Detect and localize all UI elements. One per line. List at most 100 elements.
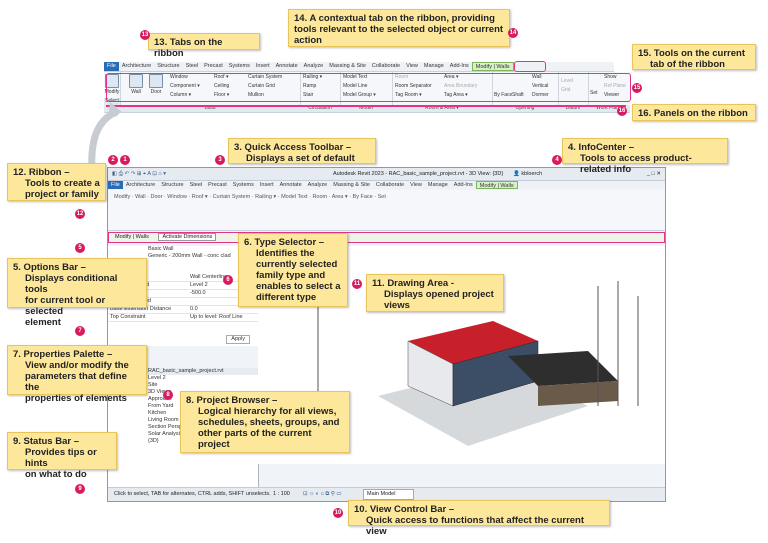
- room-separator-button[interactable]: Room Separator: [395, 83, 432, 89]
- room-button[interactable]: Room: [395, 74, 409, 80]
- property-value[interactable]: Up to level: Roof Line: [190, 314, 243, 320]
- browser-item[interactable]: From Yard: [148, 403, 174, 409]
- callout-6-d3: family type and: [256, 270, 326, 281]
- ceiling-button[interactable]: Ceiling: [214, 83, 230, 89]
- app-ribbon-tab-2[interactable]: Structure: [161, 182, 184, 188]
- by-face-button[interactable]: By Face: [494, 92, 513, 98]
- browser-item[interactable]: Kitchen: [148, 410, 167, 416]
- ribbon-tab-14[interactable]: Modify | Walls: [471, 62, 514, 71]
- view-scale[interactable]: 1 : 100: [273, 491, 290, 497]
- callout-7-title: 7. Properties Palette –: [13, 349, 113, 360]
- curtain-system-button[interactable]: Curtain System: [248, 74, 283, 80]
- model-group-button[interactable]: Model Group ▾: [343, 92, 376, 98]
- tag-area-button[interactable]: Tag Area ▾: [444, 92, 468, 98]
- show-button[interactable]: Show: [604, 74, 617, 80]
- browser-item[interactable]: Section Perspective: [148, 424, 197, 430]
- property-value[interactable]: -500.0: [190, 290, 206, 296]
- type-name[interactable]: Generic - 200mm Wall - conc clad: [148, 253, 231, 259]
- app-ribbon-tab-4[interactable]: Precast: [208, 182, 227, 188]
- model-text-button[interactable]: Model Text: [343, 74, 368, 80]
- app-ribbon-tab-7[interactable]: Annotate: [279, 182, 302, 188]
- ribbon-tab-3[interactable]: Steel: [185, 63, 199, 69]
- browser-item[interactable]: 3D Views: [148, 389, 172, 395]
- stair-button[interactable]: Stair: [303, 92, 314, 98]
- ribbon-tab-12[interactable]: Manage: [423, 63, 444, 69]
- ref-plane-button[interactable]: Ref Plane: [604, 83, 626, 89]
- browser-item[interactable]: Living Room: [148, 417, 179, 423]
- ribbon-tab-13[interactable]: Add-Ins: [449, 63, 469, 69]
- callout-6-d2: currently selected: [256, 259, 338, 270]
- level-button[interactable]: Level: [561, 78, 573, 84]
- panel-model: Model Text Model Line Model Group ▾ Mode…: [340, 72, 393, 112]
- ribbon-tab-9[interactable]: Massing & Site: [329, 63, 366, 69]
- roof-button[interactable]: Roof ▾: [214, 74, 229, 80]
- vertical-button[interactable]: Vertical: [532, 83, 549, 89]
- ramp-button[interactable]: Ramp: [303, 83, 317, 89]
- curtain-grid-button[interactable]: Curtain Grid: [248, 83, 275, 89]
- ribbon-tab-6[interactable]: Insert: [255, 63, 270, 69]
- browser-item[interactable]: Site: [148, 382, 158, 388]
- ribbon-tab-1[interactable]: Architecture: [121, 63, 152, 69]
- browser-item[interactable]: {3D}: [148, 438, 159, 444]
- set-button[interactable]: Set: [590, 90, 598, 96]
- window-button[interactable]: Window: [170, 74, 188, 80]
- ribbon-tab-2[interactable]: Structure: [157, 63, 180, 69]
- app-ribbon-tab-3[interactable]: Steel: [189, 182, 203, 188]
- modify-button[interactable]: Modify: [104, 74, 120, 95]
- user-icon: 👤: [513, 171, 520, 177]
- ribbon-tab-0[interactable]: File: [104, 62, 119, 71]
- app-ribbon-tab-0[interactable]: File: [108, 181, 123, 189]
- app-ribbon-tab-12[interactable]: Manage: [427, 182, 448, 188]
- mullion-button[interactable]: Mullion: [248, 92, 264, 98]
- callout-view-control-bar: 10. View Control Bar –Quick access to fu…: [348, 500, 610, 537]
- main-model-select[interactable]: Main Model: [363, 489, 415, 500]
- wall-button[interactable]: Wall: [128, 74, 144, 95]
- property-value[interactable]: 0.0: [190, 306, 198, 312]
- dormer-button[interactable]: Dormer: [532, 92, 549, 98]
- window-controls[interactable]: _ □ ✕: [646, 171, 661, 177]
- floor-button[interactable]: Floor ▾: [214, 92, 230, 98]
- component-button[interactable]: Component ▾: [170, 83, 200, 89]
- ribbon-tab-5[interactable]: Systems: [228, 63, 250, 69]
- app-ribbon-tab-8[interactable]: Analyze: [307, 182, 328, 188]
- ribbon-tab-7[interactable]: Annotate: [275, 63, 298, 69]
- app-ribbon-tab-11[interactable]: View: [410, 182, 422, 188]
- property-value[interactable]: Level 2: [190, 282, 208, 288]
- ribbon-tab-4[interactable]: Precast: [204, 63, 223, 69]
- qat-icons[interactable]: ◧ ⎙ ↶ ↷ ⊞ ⌖ A ⊡ ⌂ ▾: [112, 171, 167, 177]
- callout-7-d1: View and/or modify the: [25, 360, 129, 371]
- activate-dimensions-button[interactable]: Activate Dimensions: [158, 233, 217, 241]
- opening-wall-button[interactable]: Wall: [532, 74, 542, 80]
- grid-button[interactable]: Grid: [561, 87, 571, 93]
- tag-room-button[interactable]: Tag Room ▾: [395, 92, 422, 98]
- app-ribbon-tab-9[interactable]: Massing & Site: [333, 182, 370, 188]
- shaft-button[interactable]: Shaft: [512, 92, 524, 98]
- apply-button[interactable]: Apply: [226, 335, 250, 344]
- model-line-button[interactable]: Model Line: [343, 83, 368, 89]
- app-ribbon-tab-6[interactable]: Insert: [259, 182, 274, 188]
- app-ribbon-tab-10[interactable]: Collaborate: [375, 182, 405, 188]
- area-boundary-button[interactable]: Area Boundary: [444, 83, 478, 89]
- browser-item[interactable]: Level 2: [148, 375, 166, 381]
- infocenter-user[interactable]: 👤 kbloerch: [513, 168, 542, 180]
- column-button[interactable]: Column ▾: [170, 92, 192, 98]
- property-value[interactable]: Wall Centerline: [190, 274, 228, 280]
- app-ribbon-tab-5[interactable]: Systems: [232, 182, 254, 188]
- ribbon-tab-11[interactable]: View: [406, 63, 418, 69]
- ribbon-tab-10[interactable]: Collaborate: [371, 63, 401, 69]
- viewer-button[interactable]: Viewer: [604, 92, 620, 98]
- view-control-icons[interactable]: ⊡ ☼ ◐ ⌂ ⧉ ⚲ ▭: [303, 491, 342, 497]
- railing-button[interactable]: Railing ▾: [303, 74, 323, 80]
- ribbon-tab-8[interactable]: Analyze: [303, 63, 324, 69]
- app-ribbon-tab-13[interactable]: Add-Ins: [453, 182, 473, 188]
- area-button[interactable]: Area ▾: [444, 74, 459, 80]
- browser-item[interactable]: Approach: [148, 396, 172, 402]
- browser-item[interactable]: Solar Analysis: [148, 431, 183, 437]
- door-button[interactable]: Door: [148, 74, 164, 95]
- callout-15-title: 15. Tools on the current: [638, 48, 745, 59]
- app-ribbon-tab-14[interactable]: Modify | Walls: [475, 181, 518, 189]
- app-ribbon-tab-1[interactable]: Architecture: [125, 182, 156, 188]
